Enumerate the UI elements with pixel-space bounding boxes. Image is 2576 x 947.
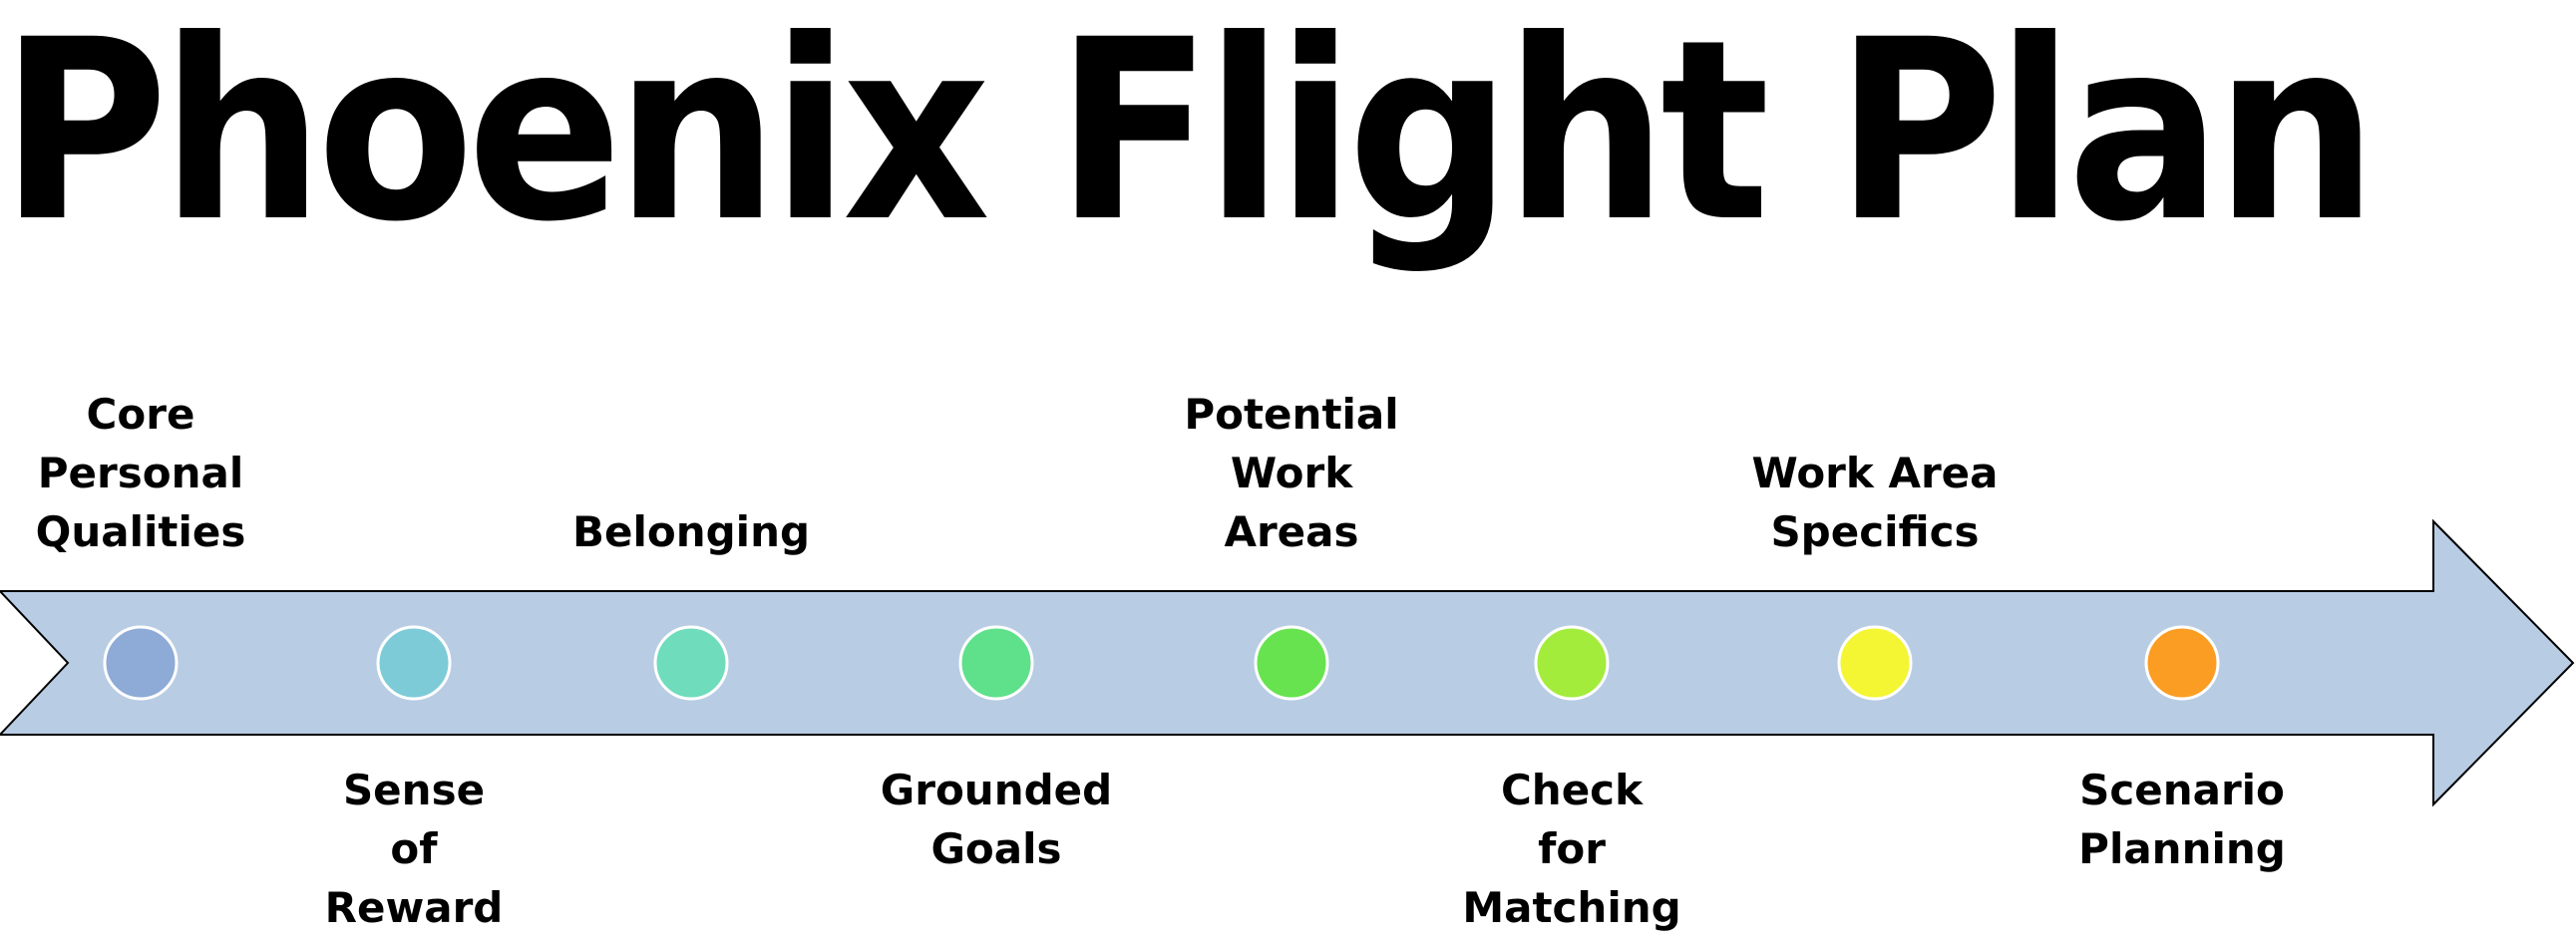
milestone-label-line: Work: [1230, 449, 1353, 497]
milestone-label-3: Belonging: [552, 502, 831, 561]
milestone-label-line: Areas: [1224, 507, 1359, 556]
milestone-label-line: Specifics: [1770, 507, 1980, 556]
milestone-label-line: Work Area: [1751, 449, 1999, 497]
milestone-label-line: Core: [86, 390, 195, 439]
milestone-label-line: Planning: [2078, 824, 2286, 873]
milestone-node-7: [1837, 625, 1913, 701]
milestone-label-line: Sense: [342, 766, 486, 814]
milestone-label-line: Belonging: [571, 507, 811, 556]
milestone-node-2: [376, 625, 452, 701]
milestone-node-3: [653, 625, 729, 701]
milestone-label-line: Goals: [930, 824, 1062, 873]
milestone-label-line: Potential: [1184, 390, 1399, 439]
milestone-label-line: of: [390, 824, 438, 873]
milestone-node-8: [2144, 625, 2220, 701]
milestone-label-line: Scenario: [2079, 766, 2285, 814]
milestone-node-1: [103, 625, 179, 701]
milestone-node-6: [1534, 625, 1610, 701]
milestone-label-line: Personal: [37, 449, 244, 497]
milestone-label-line: Reward: [324, 883, 504, 932]
milestone-label-line: Grounded: [880, 766, 1113, 814]
page-title: Phoenix Flight Plan: [0, 0, 2378, 276]
milestone-label-line: Check: [1500, 766, 1644, 814]
milestone-node-4: [958, 625, 1034, 701]
milestone-label-line: Matching: [1462, 883, 1681, 932]
milestone-node-5: [1254, 625, 1329, 701]
milestone-label-line: Qualities: [35, 507, 246, 556]
milestone-label-line: for: [1538, 824, 1606, 873]
milestone-nodes: [103, 625, 2220, 701]
